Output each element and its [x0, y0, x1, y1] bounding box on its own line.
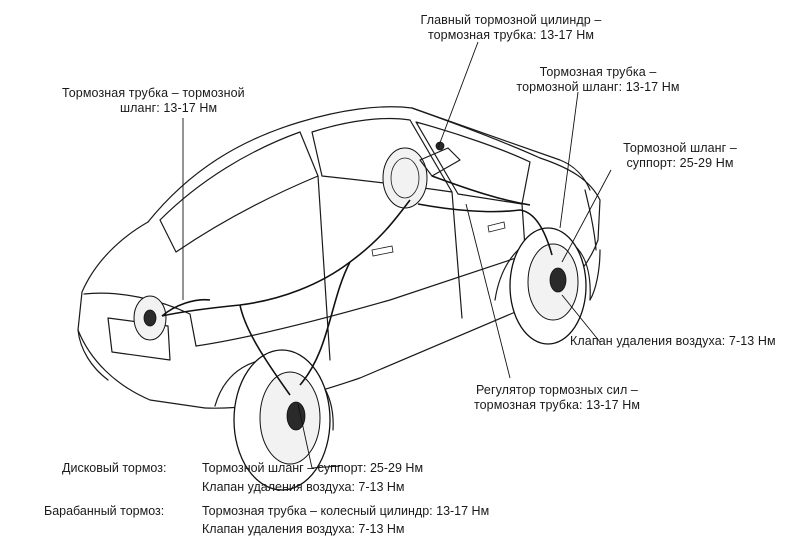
leader-lines [182, 41, 612, 469]
callout-hose-caliper: Тормозной шланг – суппорт: 25-29 Нм [604, 141, 756, 171]
callout-line: суппорт: 25-29 Нм [626, 156, 734, 170]
callout-pipe-hose-front: Тормозная трубка – тормозной шланг: 13-1… [498, 65, 698, 95]
legend-disc-line: Тормозной шланг – суппорт: 25-29 Нм [202, 461, 424, 475]
brake-booster-master-cylinder [382, 141, 461, 209]
callout-line: Регулятор тормозных сил – [476, 383, 638, 397]
callout-line: тормозная трубка: 13-17 Нм [427, 28, 595, 42]
callout-proportioning-valve: Регулятор тормозных сил – тормозная труб… [452, 383, 662, 413]
callout-line: Главный тормозной цилиндр – [420, 13, 602, 27]
callout-line: Тормозной шланг – [623, 141, 737, 155]
callout-master-cylinder: Главный тормозной цилиндр – тормозная тр… [400, 13, 622, 43]
legend-drum-title: Барабанный тормоз: [44, 504, 165, 518]
legend-disc-title: Дисковый тормоз: [62, 461, 167, 475]
legend-disc-line: Клапан удаления воздуха: 7-13 Нм [202, 480, 405, 494]
callout-line: Тормозная трубка – [539, 65, 657, 79]
callout-line: шланг: 13-17 Нм [120, 101, 218, 115]
callout-bleeder-front: Клапан удаления воздуха: 7-13 Нм [570, 334, 776, 349]
rear-left-brake-drum [133, 295, 167, 341]
front-wheel [509, 227, 587, 345]
rear-wheel [233, 349, 331, 491]
callout-line: Тормозная трубка – тормозной [62, 86, 245, 100]
callout-line: тормозная трубка: 13-17 Нм [473, 398, 641, 412]
callout-pipe-hose-rear: Тормозная трубка – тормозной шланг: 13-1… [62, 86, 245, 116]
legend-drum-line: Тормозная трубка – колесный цилиндр: 13-… [202, 504, 490, 518]
callout-line: Клапан удаления воздуха: 7-13 Нм [570, 334, 776, 348]
legend-drum-line: Клапан удаления воздуха: 7-13 Нм [202, 522, 405, 536]
brake-lines [161, 175, 553, 396]
callout-line: тормозной шланг: 13-17 Нм [516, 80, 680, 94]
